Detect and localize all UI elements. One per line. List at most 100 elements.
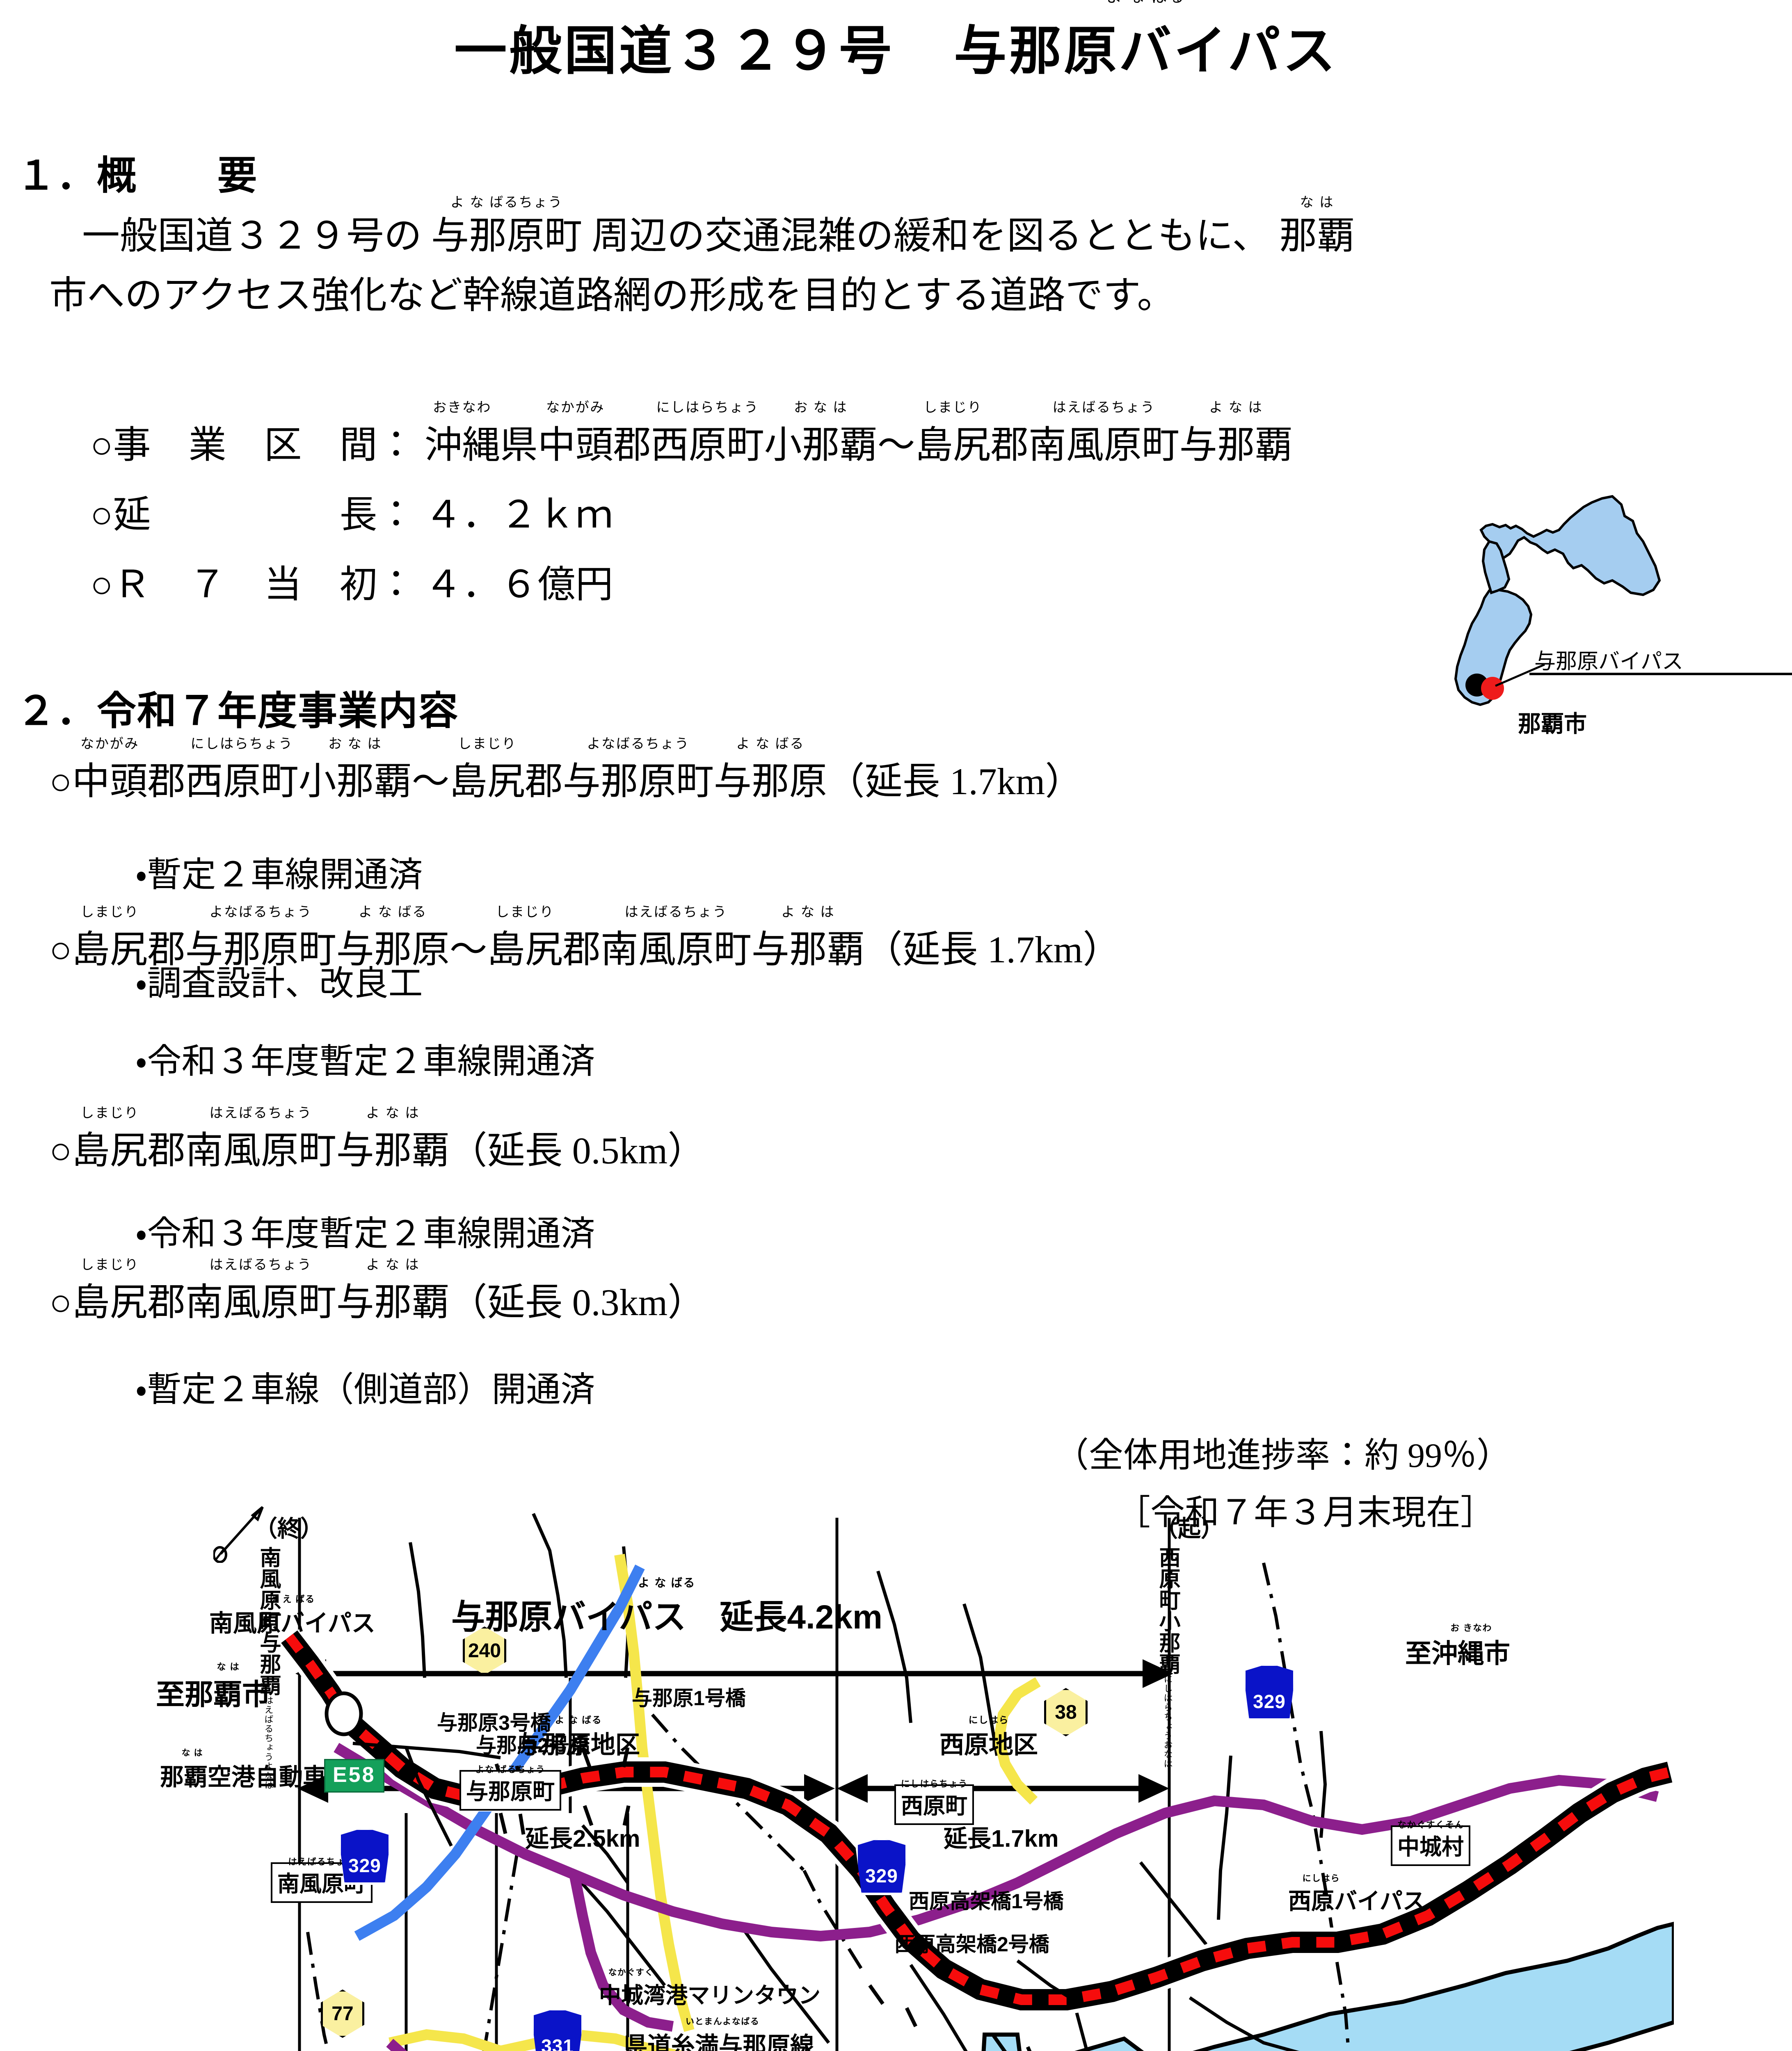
project-section-ruby-7: しまじり島尻 <box>915 400 991 466</box>
nakagusuku-marinetown-label: なかぐすく 中城湾港マリンタウン <box>599 1968 821 2008</box>
section-2-item-0-ruby-3: お な は小那覇 <box>298 736 412 802</box>
start-vertical-label: 西原町小那覇にしはらちょうおなは <box>1156 1546 1179 1769</box>
ruby-naha: な は 那覇 <box>1279 194 1355 257</box>
section-2-item-1-sub-1: ・令和３年度暫定２車線開通済 <box>135 1043 595 1081</box>
map-geometry <box>278 1513 1674 2051</box>
section-2-item-2-plain-1: 郡 <box>147 1130 185 1172</box>
to-okinawa-city-label: お きなわ 至沖縄市 <box>1405 1623 1510 1668</box>
section-2-heading: ２．令和７年度事業内容 <box>16 689 459 733</box>
inset-naha-city-label: 那覇市 <box>1518 712 1587 737</box>
section-2-item-3-bullet: ○ <box>49 1281 72 1323</box>
section-2-item-1-ruby-0: しまじり島尻 <box>72 904 148 971</box>
spec-value-length: ４．２ｋｍ <box>424 494 613 536</box>
project-section-plain-6: ～ <box>877 424 915 466</box>
to-naha-label: な は 至那覇市 <box>156 1661 271 1711</box>
section-2-item-2-ruby-2: はえばるちょう南風原町 <box>185 1105 336 1172</box>
section-2-item-1-plain-6: 郡 <box>562 929 601 971</box>
section-2-item-1-ruby-5: しまじり島尻 <box>487 904 563 971</box>
bypass-under-construction-segment <box>333 1706 1671 2005</box>
nishihara-viaduct-1-label: 西原高架橋1号橋 <box>909 1890 1064 1913</box>
section-2-item-0-sub-0: ・暫定２車線開通済 <box>135 856 423 894</box>
bypass-location-marker <box>1481 677 1504 700</box>
project-section-ruby-10: よ な は与那覇 <box>1179 400 1293 466</box>
compass-north-icon <box>213 1506 264 1563</box>
section-1-heading: １．概 要 <box>16 154 258 198</box>
section-2-item-2-sub-0: ・令和３年度暫定２車線開通済 <box>135 1215 595 1253</box>
kendo-itoman-yonabaru-label: いとまんよなばる 県道糸満与那原線 <box>624 2017 814 2051</box>
section-2-item-1-plain-1: 郡 <box>147 929 185 971</box>
nishihara-bypass-label: にしはら 西原バイパス <box>1288 1873 1426 1914</box>
spec-label-budget: ○Ｒ ７ 当 初： <box>90 564 415 605</box>
yonabaru-bridge-1-label: 与那原1号橋 <box>632 1687 746 1710</box>
district-1-name: にしはら 西原地区 <box>939 1715 1038 1759</box>
title-bypass: よ な ばる 与那原バイパス <box>954 0 1337 84</box>
end-vertical-label: 南風原町与那覇はえばるちょうよなは <box>256 1546 280 1790</box>
town-box-haebaru: はえばるちょう 南風原町 <box>271 1857 373 1903</box>
nishihara-viaduct-2-label: 西原高架橋2号橋 <box>894 1933 1049 1956</box>
haebaru-bypass-label: は え ばる 南風原バイパス <box>209 1594 375 1637</box>
section-2-item-3-ruby-2: はえばるちょう南風原町 <box>185 1257 336 1323</box>
project-section-plain-3: 郡 <box>613 424 651 466</box>
section-2-item-0-plain-1: 郡 <box>147 761 185 802</box>
district-0-name: よ な ばる 与那原地区 <box>517 1715 640 1759</box>
okinawa-island-shape <box>1454 495 1661 706</box>
town-box-nakagusuku: なかぐすくそん 中城村 <box>1391 1820 1470 1866</box>
progress-note: （全体用地進捗率：約 99％） <box>1054 1437 1511 1475</box>
start-point-marker: （起） <box>1155 1517 1224 1542</box>
ruby-yonabaru-town: よ な ばるちょう 与那原町 <box>431 194 583 257</box>
route-shield-tri-331[interactable]: 331 <box>531 2008 584 2051</box>
end-point-marker: （終） <box>254 1517 323 1542</box>
spec-row-length: ○延 長： ４．２ｋｍ <box>90 484 613 539</box>
town-box-nishihara: にしはらちょう 西原町 <box>894 1779 974 1825</box>
project-section-ruby-5: お な は小那覇 <box>764 400 878 466</box>
expressway-e58-shield: E58 <box>324 1759 384 1793</box>
section-2-item-1-sub-0: ・調査設計、改良工 <box>135 965 423 1003</box>
section-2-item-1-plain-4: ～ <box>449 929 487 971</box>
nakagusuku-bay-water <box>981 1921 1674 2051</box>
section-2-item-3: ○しまじり島尻郡はえばるちょう南風原町よ な は与那覇（延長 0.3km） <box>49 1257 706 1326</box>
district-0-length: 延長2.5km <box>525 1825 640 1852</box>
route-shield-tri-329-west[interactable]: 329 <box>338 1827 391 1885</box>
section-2-item-0-ruby-7: よなばるちょう与那原町 <box>562 736 714 802</box>
spec-label-length: ○延 長： <box>90 494 415 536</box>
project-section-ruby-4: にしはらちょう西原町 <box>651 400 764 466</box>
section-2-item-3-length: （延長 0.3km） <box>449 1281 706 1323</box>
yonabaru-bridge-3-label: 与那原3号橋 <box>437 1711 551 1734</box>
main-project-map: （終） （起） 南風原町与那覇はえばるちょうよなは 西原町小那覇にしはらちょうお… <box>156 1501 1674 2051</box>
section-2-item-0-ruby-5: しまじり島尻 <box>449 736 525 802</box>
inset-bypass-leader-line <box>1529 673 1792 675</box>
section-1-paragraph-line1: 一般国道３２９号の よ な ばるちょう 与那原町 周辺の交通混雑の緩和を図るとと… <box>82 194 1355 263</box>
section-2-item-2-ruby-0: しまじり島尻 <box>72 1105 148 1172</box>
spec-value-budget: ４．６億円 <box>424 564 613 605</box>
section-2-item-1-ruby-2: よなばるちょう与那原町 <box>185 904 336 971</box>
yonabaru-bridge-2-label: 与那原2号橋 <box>476 1734 590 1757</box>
section-2-item-0-plain-6: 郡 <box>525 761 563 802</box>
project-section-ruby-2: なかがみ中頭 <box>537 400 613 466</box>
route-shield-tri-329-east[interactable]: 329 <box>1243 1663 1296 1721</box>
naha-airport-expressway-label: な は 那覇空港自動車道 <box>160 1748 351 1791</box>
junction-node <box>325 1691 363 1736</box>
section-2-item-0-ruby-2: にしはらちょう西原町 <box>185 736 299 802</box>
section-2-item-2-ruby-3: よ な は与那覇 <box>336 1105 450 1172</box>
section-2-item-1: ○しまじり島尻郡よなばるちょう与那原町よ な ばる与那原～しまじり島尻郡はえばる… <box>49 904 1120 973</box>
section-2-item-3-plain-1: 郡 <box>147 1281 185 1323</box>
section-2-item-0-plain-4: ～ <box>411 761 450 802</box>
title-bypass-ruby: よ な ばる <box>954 0 1337 5</box>
page-title: 一般国道３２９号 よ な ばる 与那原バイパス <box>0 0 1792 84</box>
overall-length-title: よ な ばる 与那原バイパス 延長4.2km <box>451 1576 882 1636</box>
section-2-item-1-ruby-3: よ な ばる与那原 <box>336 904 450 971</box>
as-of-note: ［令和７年３月末現在］ <box>1116 1494 1495 1532</box>
project-section-plain-8: 郡 <box>990 424 1029 466</box>
town-box-yonabaru: よな ばるちょう 与那原町 <box>459 1765 561 1811</box>
section-2-item-2-bullet: ○ <box>49 1130 72 1172</box>
spec-value-project-section: おきなわ沖縄県なかがみ中頭郡にしはらちょう西原町お な は小那覇～しまじり島尻郡… <box>425 401 1293 466</box>
section-2-item-1-bullet: ○ <box>49 929 72 971</box>
spec-row-project-section: ○事 業 区 間： おきなわ沖縄県なかがみ中頭郡にしはらちょう西原町お な は小… <box>90 401 1293 469</box>
project-section-ruby-0: おきなわ沖縄 <box>424 400 500 466</box>
route-shield-tri-329-mid[interactable]: 329 <box>855 1838 908 1895</box>
section-2-item-3-ruby-0: しまじり島尻 <box>72 1257 148 1323</box>
section-2-item-0-length: （延長 1.7km） <box>827 761 1083 802</box>
section-2-item-1-ruby-7: はえばるちょう南風原町 <box>600 904 752 971</box>
inset-bypass-label: 与那原バイパス <box>1534 650 1683 674</box>
section-2-item-0-ruby-0: なかがみ中頭 <box>72 736 148 802</box>
